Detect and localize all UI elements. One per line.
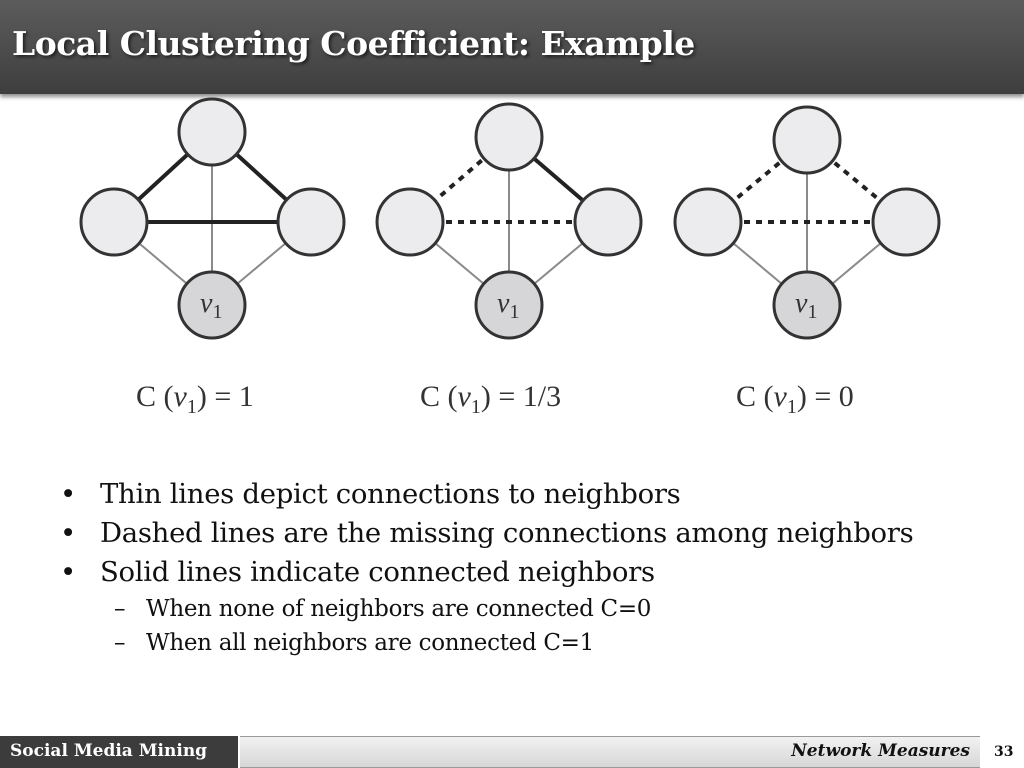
node-left [673,187,743,257]
node-left [375,187,445,257]
node-v1 [474,270,544,340]
bullet-solid-lines: Solid lines indicate connected neighbors [56,556,936,589]
edge-top-right-dashed [805,138,908,224]
footer-course: Social Media Mining [0,736,238,768]
edge-top-left-dashed [706,138,809,224]
sub-bullet-all-connected: When all neighbors are connected C=1 [56,629,936,657]
formula-full: C (v1) = 1 [136,380,254,418]
formula-partial: C (v1) = 1/3 [420,380,562,418]
graph-none: v1 [673,105,941,340]
slide-title: Local Clustering Coefficient: Example [12,24,695,63]
node-top [772,105,842,175]
node-v1 [772,270,842,340]
clustering-diagram: v1 v1 v1 [79,97,941,340]
node-right [871,187,941,257]
page-number: 33 [994,744,1014,760]
node-right [276,187,346,257]
bullet-list: Thin lines depict connections to neighbo… [56,478,936,663]
footer-course-label: Social Media Mining [10,741,208,761]
node-right [573,187,643,257]
node-v1 [177,270,247,340]
node-top [474,102,544,172]
node-v1-label: v1 [497,288,519,323]
node-left [79,187,149,257]
formula-none: C (v1) = 0 [736,380,854,418]
bullet-thin-lines: Thin lines depict connections to neighbo… [56,478,936,511]
footer-section-label: Network Measures [791,741,970,761]
node-v1-label: v1 [200,288,222,323]
node-top [177,97,247,167]
graph-full: v1 [79,97,346,340]
graph-partial: v1 [375,102,643,340]
node-v1-label: v1 [795,288,817,323]
title-bar: Local Clustering Coefficient: Example [0,0,1024,94]
sub-bullet-none-connected: When none of neighbors are connected C=0 [56,595,936,623]
bullet-dashed-lines: Dashed lines are the missing connections… [56,517,936,550]
footer-section: Network Measures [240,736,980,768]
